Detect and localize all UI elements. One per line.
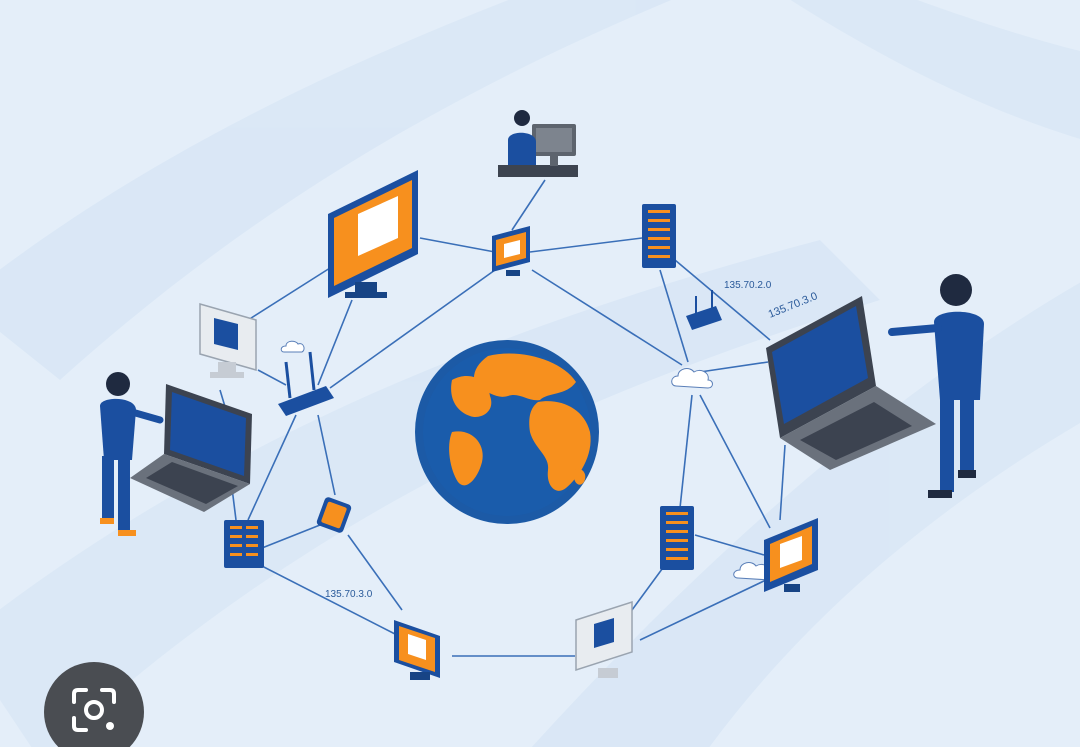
server-top-right (642, 204, 676, 268)
monitor-white-bottom (575, 600, 633, 678)
server-left (224, 520, 264, 568)
globe (415, 340, 599, 524)
cloud-right (671, 368, 713, 389)
phone-device (316, 497, 352, 533)
monitor-right-bottom (764, 518, 818, 592)
google-lens-icon (72, 688, 116, 732)
laptop-left (130, 384, 252, 512)
person-left (100, 372, 164, 536)
monitor-white-left (199, 303, 257, 378)
ip-label-top-right-small: 135.70.2.0 (724, 280, 772, 291)
cloud-left (280, 340, 305, 353)
person-right (888, 274, 984, 498)
person-at-desk-top (498, 110, 578, 177)
laptop-right (766, 296, 936, 470)
monitor-bottom (394, 620, 440, 680)
router-right (686, 290, 722, 330)
monitor-top-left (328, 170, 418, 298)
server-right-lower (660, 506, 694, 570)
monitor-small-top (492, 226, 530, 276)
ip-label-bottom-left: 135.70.3.0 (325, 589, 373, 600)
google-lens-button[interactable] (44, 662, 144, 747)
router-left (278, 351, 334, 416)
network-links (219, 179, 786, 657)
